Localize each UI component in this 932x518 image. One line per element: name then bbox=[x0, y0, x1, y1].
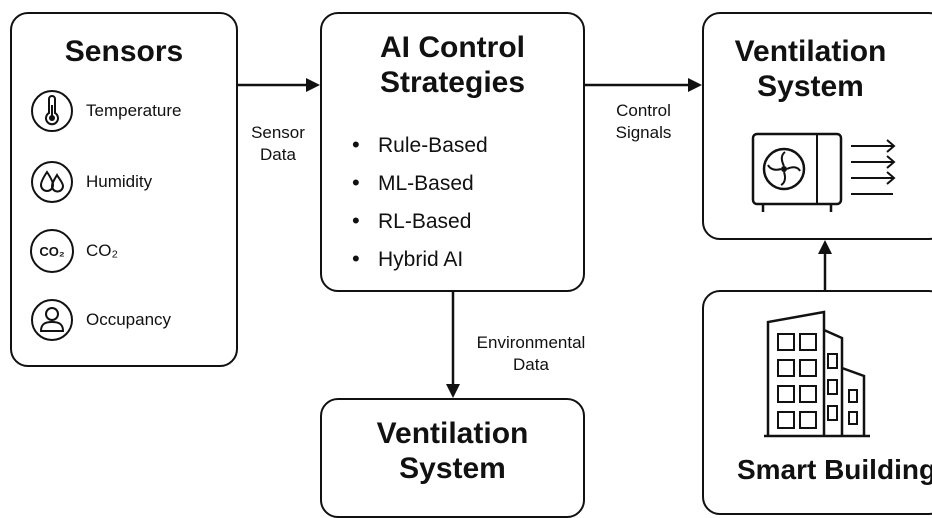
ventilation-system-top-box: Ventilation System bbox=[702, 12, 932, 240]
ventilation-system-bottom-box: Ventilation System bbox=[320, 398, 585, 518]
strategy-item: Rule-Based bbox=[352, 126, 488, 164]
water-drops-icon bbox=[31, 161, 73, 203]
ai-control-box: AI Control Strategies Rule-Based ML-Base… bbox=[320, 12, 585, 292]
smart-building-box: Smart Building bbox=[702, 290, 932, 515]
sensor-label-occupancy: Occupancy bbox=[86, 310, 172, 329]
co2-icon: CO₂ bbox=[30, 229, 74, 273]
control-signals-label: Control Signals bbox=[615, 101, 672, 142]
thermometer-icon bbox=[31, 90, 73, 132]
smart-building-title: Smart Building bbox=[736, 454, 932, 485]
ventilation-top-title: Ventilation System bbox=[734, 35, 887, 103]
sensor-label-humidity: Humidity bbox=[86, 172, 153, 191]
connection-arrows bbox=[238, 78, 832, 398]
person-icon bbox=[31, 299, 73, 341]
strategy-item: Hybrid AI bbox=[352, 240, 488, 278]
sensor-to-ai-arrow bbox=[238, 78, 320, 92]
environmental-data-label: Environmental Data bbox=[476, 333, 586, 374]
building-icon bbox=[764, 310, 870, 438]
building-to-ventilation-arrow bbox=[818, 240, 832, 290]
strategy-item: ML-Based bbox=[352, 164, 488, 202]
ai-to-bottom-ventilation-arrow bbox=[446, 292, 460, 398]
strategy-item: RL-Based bbox=[352, 202, 488, 240]
sensor-label-co2: CO₂ bbox=[86, 241, 119, 260]
ai-to-ventilation-arrow bbox=[585, 78, 702, 92]
strategy-list: Rule-Based ML-Based RL-Based Hybrid AI bbox=[352, 126, 488, 278]
ai-control-title: AI Control Strategies bbox=[379, 31, 526, 99]
sensor-data-label: Sensor Data bbox=[251, 123, 305, 164]
ventilation-bottom-title: Ventilation System bbox=[376, 417, 529, 485]
sensor-label-temperature: Temperature bbox=[86, 101, 182, 120]
air-conditioner-unit-icon bbox=[751, 132, 896, 212]
sensors-title: Sensors bbox=[64, 35, 184, 68]
sensors-box: Sensors Temperature Humidity CO₂ CO₂ Occ… bbox=[10, 12, 238, 367]
co2-icon-text: CO₂ bbox=[39, 243, 65, 259]
